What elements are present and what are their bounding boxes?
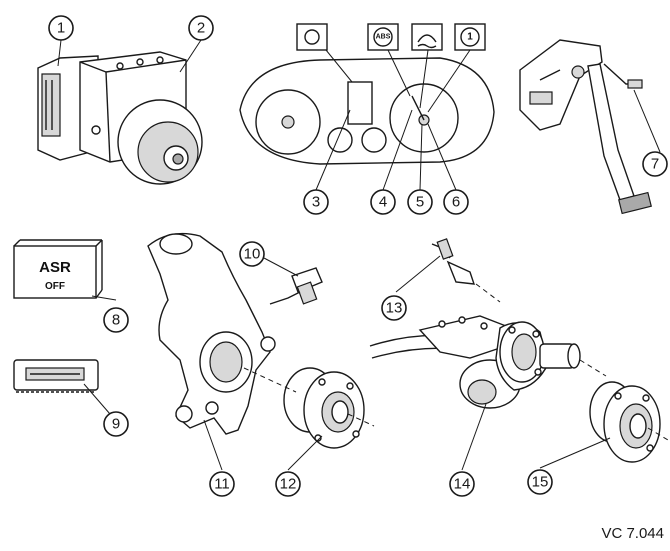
svg-text:10: 10 [244,246,261,263]
brake-warning-icon [296,23,328,51]
callout-15: 15 [527,469,553,495]
asr-off-switch: ASR OFF [13,239,103,299]
svg-text:15: 15 [532,474,549,491]
front-hub-bearing [283,367,365,449]
callout-1: 1 [48,15,74,41]
asr-switch-label-line1: ASR [39,259,71,276]
traction-control-icon [411,23,443,51]
rear-axle-carrier [369,315,607,409]
svg-text:8: 8 [112,312,120,329]
callout-6: 6 [443,189,469,215]
callout-5: 5 [407,189,433,215]
control-module [13,359,99,393]
svg-text:3: 3 [312,194,320,211]
front-wheel-speed-sensor [269,267,323,305]
svg-text:5: 5 [416,194,424,211]
svg-text:6: 6 [452,194,460,211]
callout-11: 11 [209,471,235,497]
callout-8: 8 [103,307,129,333]
front-steering-knuckle [147,232,276,435]
abs-icon: ABS [376,34,391,41]
svg-text:4: 4 [379,194,387,211]
callout-7: 7 [642,151,668,177]
callout-13: 13 [381,295,407,321]
callout-9: 9 [103,411,129,437]
callout-3: 3 [303,189,329,215]
rear-wheel-speed-sensor [431,238,501,303]
svg-text:13: 13 [386,300,403,317]
callout-10: 10 [239,241,265,267]
instrument-cluster [239,57,495,165]
svg-text:9: 9 [112,416,120,433]
svg-text:1: 1 [57,20,65,37]
warning-icons: ABS 1 [296,23,486,51]
svg-text:11: 11 [214,476,230,493]
abs-hydraulic-unit [37,51,203,185]
callout-14: 14 [449,471,475,497]
circled-one-icon: 1 [467,32,473,43]
callout-2: 2 [188,15,214,41]
svg-text:2: 2 [197,20,205,37]
brake-pedal-assembly [519,39,652,215]
svg-text:12: 12 [280,476,297,493]
svg-text:14: 14 [454,476,471,493]
figure-reference-code: VC 7.044 [601,525,664,542]
callout-4: 4 [370,189,396,215]
svg-text:7: 7 [651,156,659,173]
rear-hub-bearing [589,381,669,463]
callout-12: 12 [275,471,301,497]
asr-switch-label-line2: OFF [45,281,65,292]
